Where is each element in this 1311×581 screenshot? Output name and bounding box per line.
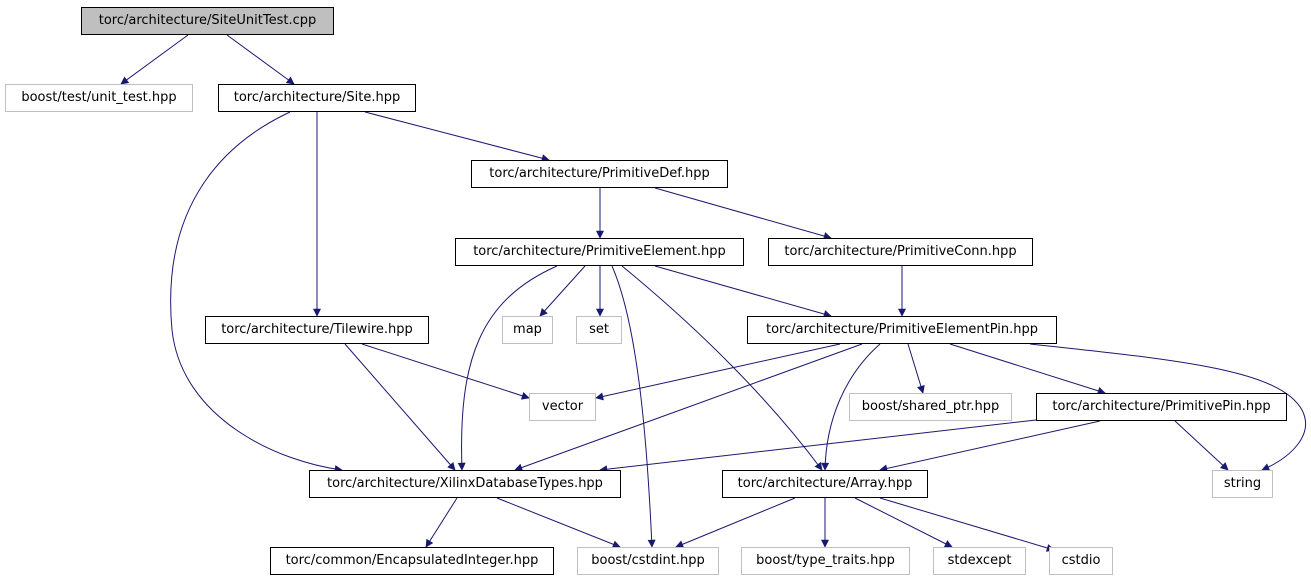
node-stdexcept[interactable]: stdexcept [933,547,1026,575]
edge-tilewire-to-xilinx-database-types [344,343,456,471]
edge-array-to-cstdio [879,497,1055,552]
edge-primitive-pin-to-xilinx-database-types [599,419,1037,474]
edge-primitive-element-to-array [621,265,823,471]
edge-site-to-primitive-def [364,111,550,163]
node-array[interactable]: torc/architecture/Array.hpp [722,470,928,498]
edge-tilewire-to-vector [361,343,530,400]
edge-primitive-element-to-xilinx-database-types [457,265,558,471]
edge-primitive-element-pin-to-vector [595,343,841,401]
node-cstdint[interactable]: boost/cstdint.hpp [577,547,719,575]
edge-primitive-element-pin-to-array [821,343,881,471]
edge-array-to-stdexcept [854,497,953,548]
edge-primitive-element-to-primitive-element-pin [654,265,832,318]
edge-primitive-element-pin-to-xilinx-database-types [514,343,863,472]
node-vector[interactable]: vector [529,393,596,421]
edge-xilinx-database-types-to-encapsulated-integer [425,497,458,548]
edge-primitive-element-pin-to-shared-ptr [907,343,925,394]
node-set[interactable]: set [576,316,622,344]
edge-primitive-element-to-map [539,265,586,317]
edge-primitive-pin-to-array [879,420,1101,473]
edge-primitive-element-to-cstdint [611,265,656,548]
edge-xilinx-database-types-to-cstdint [496,497,621,549]
edge-primitive-pin-to-string [1174,420,1229,471]
node-cstdio[interactable]: cstdio [1049,547,1113,575]
node-primitive-element-pin[interactable]: torc/architecture/PrimitiveElementPin.hp… [747,316,1057,344]
node-primitive-element[interactable]: torc/architecture/PrimitiveElement.hpp [455,238,744,266]
node-encapsulated-integer[interactable]: torc/common/EncapsulatedInteger.hpp [270,547,554,575]
node-string[interactable]: string [1212,470,1273,498]
node-site-unit-test[interactable]: torc/architecture/SiteUnitTest.cpp [81,7,334,35]
edge-primitive-def-to-primitive-conn [654,187,832,240]
edge-primitive-element-pin-to-string [1029,343,1307,471]
node-type-traits[interactable]: boost/type_traits.hpp [741,547,910,575]
edge-site-unit-test-to-site [226,34,295,85]
edge-site-unit-test-to-unit-test [120,34,189,85]
node-primitive-conn[interactable]: torc/architecture/PrimitiveConn.hpp [768,238,1033,266]
node-primitive-def[interactable]: torc/architecture/PrimitiveDef.hpp [471,160,728,188]
edge-primitive-element-pin-to-primitive-pin [949,343,1106,395]
node-primitive-pin[interactable]: torc/architecture/PrimitivePin.hpp [1036,393,1287,421]
node-unit-test[interactable]: boost/test/unit_test.hpp [5,84,193,112]
node-tilewire[interactable]: torc/architecture/Tilewire.hpp [205,316,429,344]
node-xilinx-database-types[interactable]: torc/architecture/XilinxDatabaseTypes.hp… [309,470,621,498]
node-map[interactable]: map [502,316,553,344]
node-site[interactable]: torc/architecture/Site.hpp [218,84,416,112]
edge-array-to-cstdint [675,497,796,548]
node-shared-ptr[interactable]: boost/shared_ptr.hpp [849,393,1012,421]
edge-site-to-xilinx-database-types [170,111,343,474]
